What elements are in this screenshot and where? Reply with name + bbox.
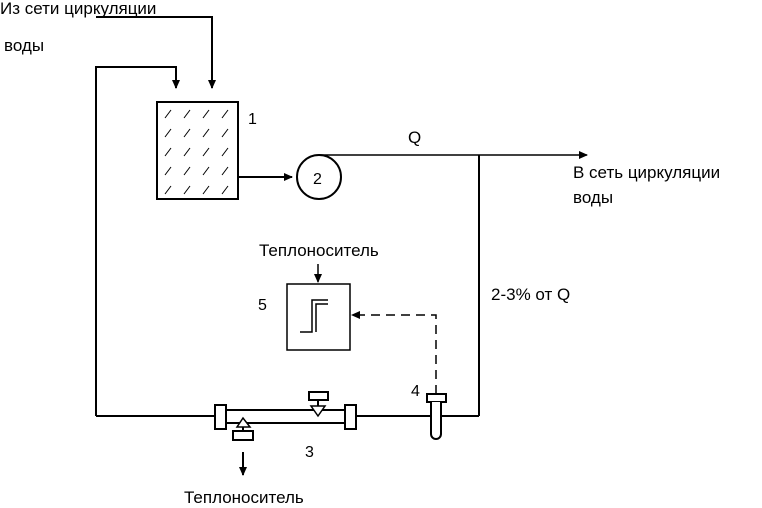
- controller-number: 5: [258, 297, 267, 314]
- heat-carrier-bottom-label: Теплоноситель: [184, 488, 304, 507]
- signal-line: [352, 315, 436, 394]
- flow-label: Q: [408, 128, 421, 147]
- inlet-arrow: [96, 17, 212, 88]
- heat-exchanger: [215, 405, 356, 429]
- inlet-label-line2: воды: [4, 36, 44, 55]
- outlet-label-line2: воды: [573, 188, 613, 207]
- controller-box: [287, 284, 350, 350]
- bypass-share-label: 2-3% от Q: [491, 285, 570, 304]
- filter-number: 1: [248, 111, 257, 128]
- outlet-label-line1: В сеть циркуляции: [573, 163, 720, 182]
- filter-box: [157, 102, 238, 199]
- inlet-label-line1: Из сети циркуляции: [0, 0, 156, 18]
- heat-carrier-top-label: Теплоноситель: [259, 241, 379, 260]
- pump-number: 2: [313, 171, 322, 188]
- heat-exchanger-number: 3: [305, 444, 314, 461]
- sensor-number: 4: [411, 383, 420, 400]
